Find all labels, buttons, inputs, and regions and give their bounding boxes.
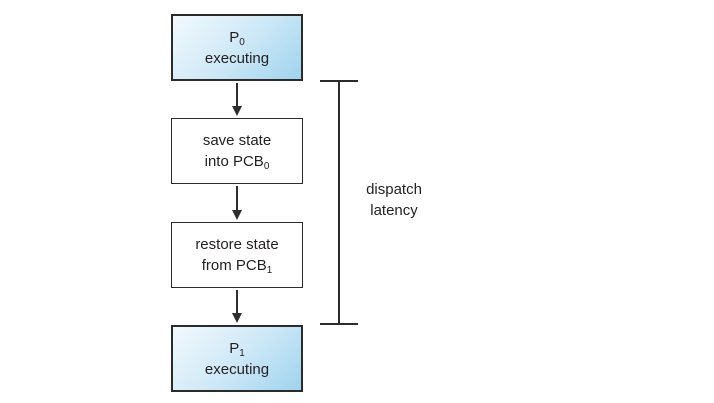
pcb-subscript: 0 [263,161,270,172]
process-label: P1 [229,338,245,359]
step-label-line1: restore state [195,236,279,253]
step-label-text: into PCB [204,153,264,170]
arrow-shaft [236,290,238,313]
process-name-subscript: 0 [239,36,245,48]
dispatch-latency-label: dispatch latency [350,179,438,221]
down-arrow-icon [231,83,243,116]
process-name: P [229,339,240,357]
arrow-head [232,313,242,323]
process-box-p0-executing: P0 executing [171,14,303,81]
step-label-line2: from PCB1 [202,255,273,276]
process-label: P0 [229,27,245,48]
process-name: P [229,28,240,46]
dispatch-latency-label-line2: latency [370,202,418,219]
step-box-save-state: save state into PCB0 [171,118,303,184]
process-name-subscript: 1 [239,347,245,359]
step-box-restore-state: restore state from PCB1 [171,222,303,288]
step-label-line2: into PCB0 [205,151,270,172]
process-box-p1-executing: P1 executing [171,325,303,392]
process-state-label: executing [204,49,270,67]
arrow-shaft [236,186,238,210]
pcb-subscript: 1 [266,265,273,276]
bracket-bottom-tick [320,323,358,325]
dispatch-latency-label-line1: dispatch [366,181,422,198]
arrow-head [232,106,242,116]
step-label-text: from PCB [201,257,267,274]
arrow-head [232,210,242,220]
arrow-shaft [236,83,238,106]
bracket-vertical-line [338,80,340,325]
step-label-line1: save state [202,132,272,149]
down-arrow-icon [231,290,243,323]
process-state-label: executing [204,360,270,378]
down-arrow-icon [231,186,243,220]
